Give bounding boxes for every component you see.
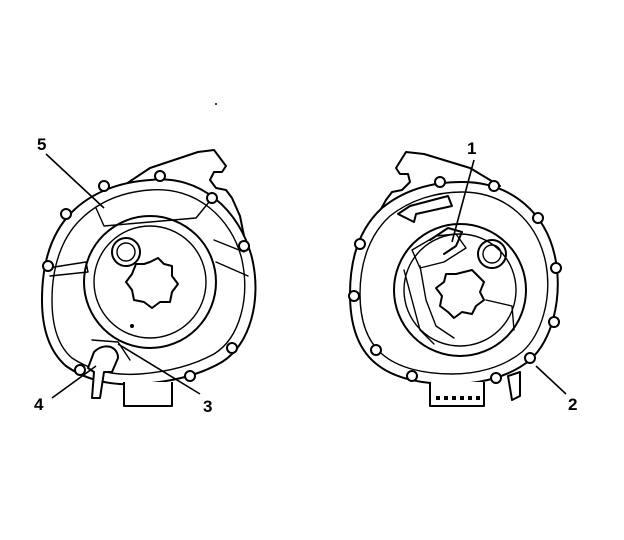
left-bore-ring-inner: [93, 225, 207, 339]
bolt-boss: [348, 290, 360, 302]
bolt-boss: [154, 170, 166, 182]
bolt-boss: [206, 192, 218, 204]
left-fitting: [87, 345, 119, 399]
left-bottom-tab: [123, 382, 173, 407]
bolt-boss: [550, 262, 562, 274]
connector-pin: [460, 396, 464, 400]
bolt-boss: [42, 260, 54, 272]
right-bottom-connector: [429, 382, 485, 407]
left-marker-dot: [130, 324, 134, 328]
left-housing: [41, 149, 257, 407]
left-port-inner: [116, 242, 136, 262]
callout-3: 3: [117, 343, 212, 416]
right-inner-rim: [359, 191, 549, 375]
callout-4-leader: [51, 365, 97, 399]
bolt-boss: [60, 208, 72, 220]
bolt-boss: [532, 212, 544, 224]
callout-2-leader: [535, 365, 567, 395]
speck-dot: [215, 103, 217, 105]
bolt-boss: [490, 372, 502, 384]
right-port-inner: [482, 244, 502, 264]
left-bore-ring-outer: [83, 215, 217, 349]
callout-1: 1: [451, 139, 476, 243]
bolt-boss: [184, 370, 196, 382]
callout-3-label: 3: [203, 397, 212, 416]
callout-4: 4: [34, 365, 97, 414]
right-spline-hub: [435, 269, 485, 319]
right-bolt-bosses: [348, 176, 562, 384]
bolt-boss: [488, 180, 500, 192]
connector-pin: [444, 396, 448, 400]
bolt-boss: [354, 238, 366, 250]
right-fitting: [507, 371, 521, 401]
right-passage-4: [485, 299, 515, 331]
bolt-boss: [74, 364, 86, 376]
right-latch: [429, 227, 463, 255]
left-rib-top: [95, 195, 215, 227]
left-spline-hub: [125, 257, 179, 309]
right-arrow-mark: [397, 195, 453, 223]
callout-5-leader: [45, 153, 105, 209]
callout-1-label: 1: [467, 139, 476, 158]
callout-1-leader: [451, 159, 475, 243]
left-rib-left: [47, 261, 89, 277]
bolt-boss: [406, 370, 418, 382]
right-cavity-outer: [393, 223, 527, 357]
callout-4-label: 4: [34, 395, 44, 414]
right-housing: [348, 151, 562, 407]
callout-2: 2: [535, 365, 577, 414]
bolt-boss: [98, 180, 110, 192]
left-inner-rim: [51, 189, 246, 376]
callout-5: 5: [37, 135, 105, 209]
connector-pin: [468, 396, 472, 400]
right-port-outer: [477, 239, 507, 269]
right-cavity-inner: [403, 233, 517, 347]
left-bolt-bosses: [42, 170, 250, 382]
connector-pin: [452, 396, 456, 400]
right-passage-2: [403, 269, 435, 345]
connector-pins: [436, 396, 480, 400]
connector-pin: [476, 396, 480, 400]
connector-pin: [436, 396, 440, 400]
callout-2-label: 2: [568, 395, 577, 414]
bolt-boss: [548, 316, 560, 328]
callout-5-label: 5: [37, 135, 46, 154]
left-rib-lower: [91, 339, 131, 361]
left-port-outer: [111, 237, 141, 267]
right-passage-3: [419, 265, 455, 339]
bolt-boss: [370, 344, 382, 356]
bolt-boss: [524, 352, 536, 364]
bolt-boss: [434, 176, 446, 188]
left-rib-right: [213, 239, 249, 277]
bolt-boss: [226, 342, 238, 354]
callout-3-leader: [117, 343, 201, 395]
bolt-boss: [238, 240, 250, 252]
